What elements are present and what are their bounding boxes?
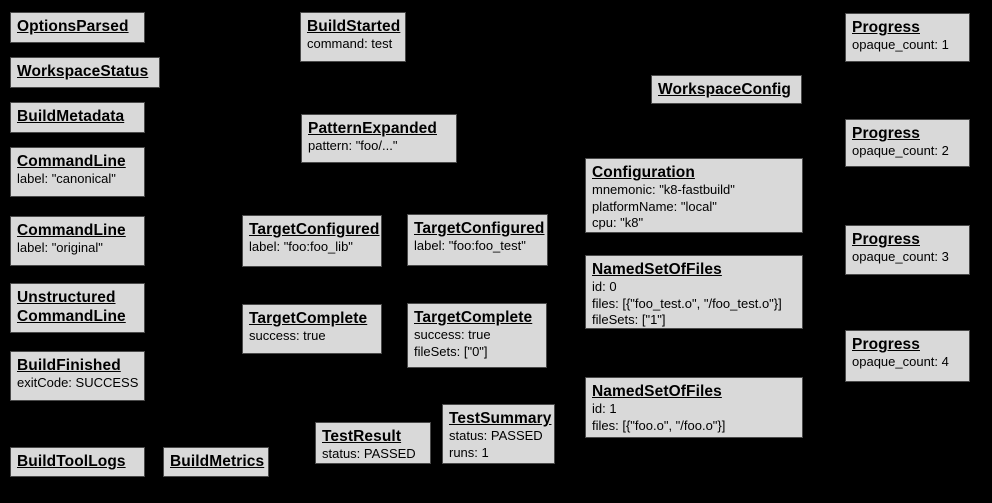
event-field: opaque_count: 2 (852, 143, 949, 158)
event-box-workspace-status: WorkspaceStatus (10, 57, 160, 88)
event-title: CommandLine (17, 153, 126, 170)
event-field: label: "canonical" (17, 171, 116, 186)
event-title: BuildMetrics (170, 453, 265, 470)
event-title: TargetConfigured (414, 220, 545, 237)
event-title: NamedSetOfFiles (592, 261, 722, 278)
event-title: TargetComplete (249, 310, 368, 327)
event-title: Progress (852, 19, 920, 36)
event-title: WorkspaceStatus (17, 63, 149, 80)
event-title: CommandLine (17, 222, 126, 239)
event-title: WorkspaceConfig (658, 81, 791, 98)
event-field: platformName: "local" (592, 198, 717, 214)
event-title: Progress (852, 125, 920, 142)
event-field: status: PASSED (449, 428, 543, 443)
event-field: fileSets: ["1"] (592, 312, 666, 327)
event-field: label: "original" (17, 240, 103, 255)
event-title: TestResult (322, 428, 402, 445)
event-field: label: "foo:foo_test" (414, 238, 526, 253)
event-field: id: 1 (592, 401, 617, 416)
event-field: exitCode: SUCCESS (17, 375, 139, 390)
event-box-build-metrics: BuildMetrics (163, 447, 269, 477)
event-field: opaque_count: 1 (852, 37, 949, 52)
event-field: mnemonic: "k8-fastbuild" (592, 182, 735, 197)
event-field: files: [{"foo_test.o", "/foo_test.o"}] (592, 295, 782, 311)
event-field: command: test (307, 36, 393, 51)
event-box-build-tool-logs: BuildToolLogs (10, 447, 145, 477)
event-box-options-parsed: OptionsParsed (10, 12, 145, 43)
event-field: opaque_count: 4 (852, 354, 949, 369)
event-field: id: 0 (592, 279, 617, 294)
event-field: pattern: "foo/..." (308, 138, 398, 153)
event-field: status: PASSED (322, 446, 416, 461)
event-field: fileSets: ["0"] (414, 343, 488, 359)
event-field: cpu: "k8" (592, 215, 644, 230)
event-title: TargetConfigured (249, 221, 380, 238)
event-title: OptionsParsed (17, 18, 129, 35)
event-title: BuildMetadata (17, 108, 125, 125)
event-field: label: "foo:foo_lib" (249, 239, 353, 254)
event-box-build-metadata: BuildMetadata (10, 102, 145, 133)
event-title: Progress (852, 336, 920, 353)
event-title: TestSummary (449, 410, 552, 427)
event-field: success: true (249, 328, 326, 343)
event-box-workspace-config: WorkspaceConfig (651, 75, 802, 104)
event-title: BuildFinished (17, 357, 121, 374)
event-title: NamedSetOfFiles (592, 383, 722, 400)
event-title: Progress (852, 231, 920, 248)
event-title: PatternExpanded (308, 120, 437, 137)
event-title: TargetComplete (414, 309, 533, 326)
event-field: runs: 1 (449, 444, 489, 460)
event-field: files: [{"foo.o", "/foo.o"}] (592, 417, 726, 433)
event-field: opaque_count: 3 (852, 249, 949, 264)
event-title: Unstructured CommandLine (17, 289, 126, 325)
event-title: Configuration (592, 164, 695, 181)
event-title: BuildStarted (307, 18, 401, 35)
event-field: success: true (414, 327, 491, 342)
event-title: BuildToolLogs (17, 453, 126, 470)
event-box-unstructured-command-line: Unstructured CommandLine (10, 283, 145, 333)
